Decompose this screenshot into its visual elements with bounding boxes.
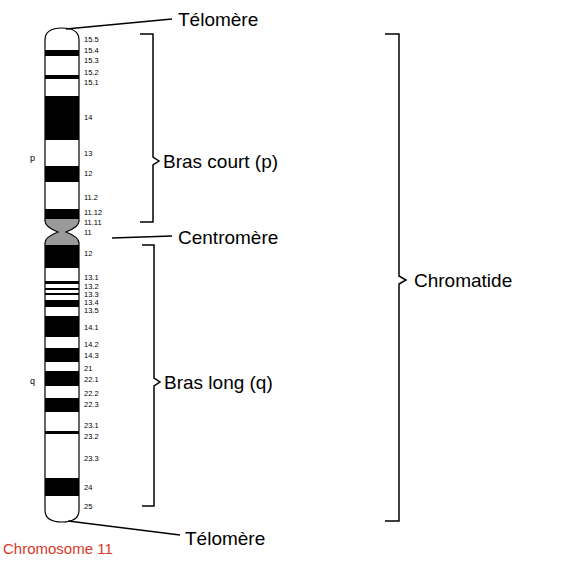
band-number: 14.2 <box>84 341 99 349</box>
chromosome-band <box>40 281 85 284</box>
leader-line <box>68 521 180 535</box>
leader-line <box>112 236 172 238</box>
chromosome-band <box>40 209 85 219</box>
band-number: 23.3 <box>84 455 99 463</box>
band-number: 14.3 <box>84 352 99 360</box>
band-number: 14.1 <box>84 324 99 332</box>
bracket <box>142 245 160 506</box>
band-number: 22.1 <box>84 376 99 384</box>
chromosome-band <box>40 300 85 307</box>
band-number: 21 <box>84 365 92 373</box>
chromosome-outline <box>45 28 79 522</box>
part-name: Télomère <box>178 10 258 29</box>
band-number: 13.5 <box>84 307 99 315</box>
band-number: 12 <box>84 250 92 258</box>
band-number: 11.12 <box>84 209 102 217</box>
caption: Chromosome 11 <box>3 541 113 556</box>
band-number: 11.2 <box>84 194 98 202</box>
chromosome-band <box>40 316 85 337</box>
band-number: 15.4 <box>84 47 99 55</box>
band-number: 22.2 <box>84 390 99 398</box>
band-number: 23.1 <box>84 422 99 430</box>
band-number: 15.5 <box>84 36 99 44</box>
chromosome-band <box>40 75 85 79</box>
band-number: 14 <box>84 114 92 122</box>
band-number: 13.1 <box>84 274 99 282</box>
band-number: 13.4 <box>84 299 99 307</box>
band-number: 13.3 <box>84 291 99 299</box>
band-number: 15.2 <box>84 69 99 77</box>
arm-label: p <box>30 154 35 163</box>
band-number: 24 <box>84 484 92 492</box>
chromosome-bands <box>40 50 85 496</box>
band-number: 13 <box>84 150 92 158</box>
part-name: Chromatide <box>414 271 512 290</box>
part-name: Bras long (q) <box>164 373 273 392</box>
band-number: 25 <box>84 503 92 511</box>
chromosome-band <box>40 371 85 386</box>
part-name: Télomère <box>185 529 265 548</box>
band-number: 11 <box>84 229 92 237</box>
chromosome-band <box>40 478 85 496</box>
chromosome-band <box>40 288 85 290</box>
band-number: 15.3 <box>84 57 99 65</box>
chromosome-band <box>40 398 85 412</box>
bracket <box>385 34 406 521</box>
bracket <box>140 34 159 222</box>
band-number: 12 <box>84 170 92 178</box>
part-name: Bras court (p) <box>163 152 278 171</box>
band-number: 23.2 <box>84 433 99 441</box>
band-number: 15.1 <box>84 79 99 87</box>
chromosome-band <box>40 431 85 434</box>
chromosome-band <box>40 245 85 268</box>
band-number: 13.2 <box>84 283 99 291</box>
chromosome-band <box>40 348 85 362</box>
leader-line <box>66 19 172 29</box>
chromosome-band <box>40 50 85 56</box>
chromosome-band <box>40 166 85 182</box>
chromosome-band <box>40 96 85 140</box>
arm-label: q <box>30 377 35 386</box>
part-name: Centromère <box>178 228 278 247</box>
chromosome-band <box>40 293 85 295</box>
band-number: 11.11 <box>84 219 102 227</box>
band-number: 22.3 <box>84 401 99 409</box>
